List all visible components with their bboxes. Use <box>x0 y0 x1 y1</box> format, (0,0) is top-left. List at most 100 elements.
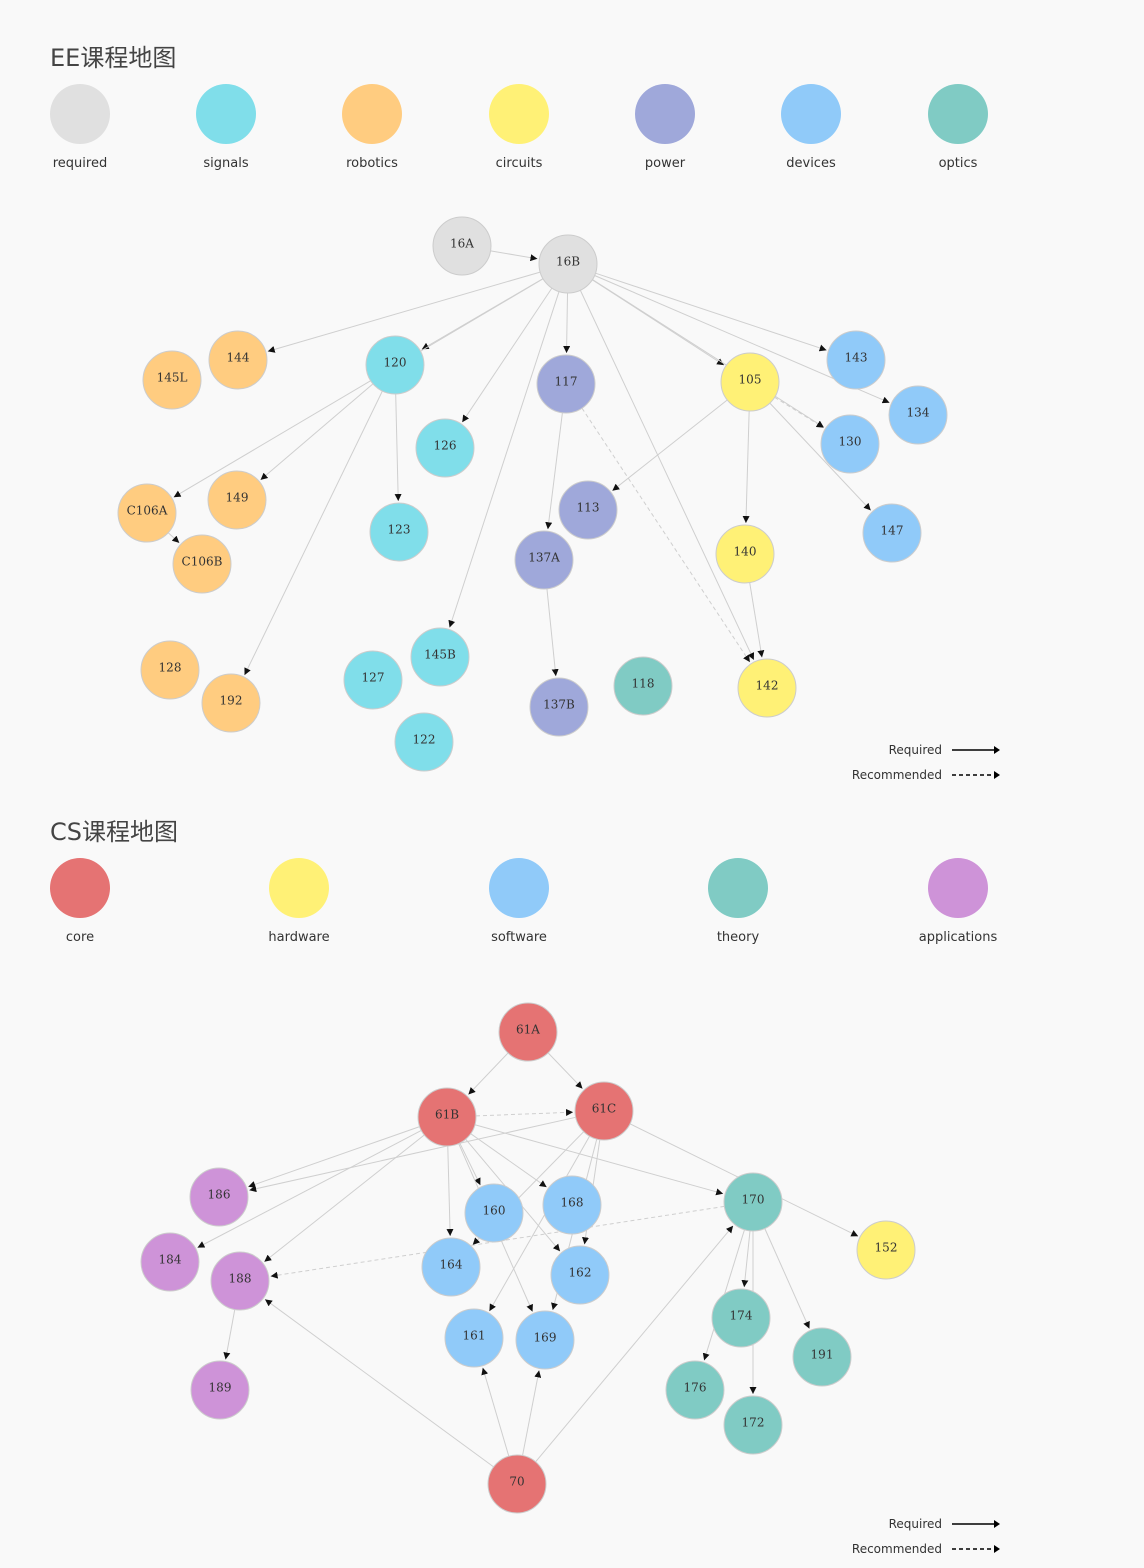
course-node-191[interactable]: 191 <box>792 1327 852 1387</box>
course-node-174[interactable]: 174 <box>711 1288 771 1348</box>
course-node-circle[interactable] <box>207 470 267 530</box>
course-node-118[interactable]: 118 <box>613 656 673 716</box>
course-node-120[interactable]: 120 <box>365 335 425 395</box>
course-node-189[interactable]: 189 <box>190 1360 250 1420</box>
course-node-circle[interactable] <box>432 216 492 276</box>
course-node-186[interactable]: 186 <box>189 1167 249 1227</box>
course-node-circle[interactable] <box>792 1327 852 1387</box>
course-node-16B[interactable]: 16B <box>538 234 598 294</box>
course-node-140[interactable]: 140 <box>715 524 775 584</box>
course-node-circle[interactable] <box>538 234 598 294</box>
legend-item-robotics[interactable]: robotics <box>302 84 442 171</box>
course-node-169[interactable]: 169 <box>515 1310 575 1370</box>
course-node-105[interactable]: 105 <box>720 352 780 412</box>
course-node-circle[interactable] <box>142 350 202 410</box>
course-node-134[interactable]: 134 <box>888 385 948 445</box>
course-node-113[interactable]: 113 <box>558 480 618 540</box>
course-node-143[interactable]: 143 <box>826 330 886 390</box>
legend-item-software[interactable]: software <box>449 858 589 945</box>
course-node-C106A[interactable]: C106A <box>117 483 177 543</box>
course-node-circle[interactable] <box>711 1288 771 1348</box>
course-node-circle[interactable] <box>394 712 454 772</box>
legend-item-required[interactable]: required <box>10 84 150 171</box>
course-node-130[interactable]: 130 <box>820 414 880 474</box>
course-node-circle[interactable] <box>723 1172 783 1232</box>
course-node-circle[interactable] <box>421 1237 481 1297</box>
course-node-145L[interactable]: 145L <box>142 350 202 410</box>
course-node-170[interactable]: 170 <box>723 1172 783 1232</box>
course-node-circle[interactable] <box>550 1245 610 1305</box>
course-node-circle[interactable] <box>365 335 425 395</box>
course-node-circle[interactable] <box>498 1002 558 1062</box>
course-node-117[interactable]: 117 <box>536 354 596 414</box>
legend-item-optics[interactable]: optics <box>888 84 1028 171</box>
course-node-161[interactable]: 161 <box>444 1308 504 1368</box>
course-node-circle[interactable] <box>856 1220 916 1280</box>
course-node-123[interactable]: 123 <box>369 502 429 562</box>
course-node-circle[interactable] <box>140 640 200 700</box>
course-node-142[interactable]: 142 <box>737 658 797 718</box>
course-node-circle[interactable] <box>665 1360 725 1420</box>
course-node-C106B[interactable]: C106B <box>172 534 232 594</box>
course-node-circle[interactable] <box>515 1310 575 1370</box>
legend-item-applications[interactable]: applications <box>888 858 1028 945</box>
course-node-circle[interactable] <box>720 352 780 412</box>
course-node-188[interactable]: 188 <box>210 1251 270 1311</box>
course-node-137A[interactable]: 137A <box>514 530 574 590</box>
legend-item-theory[interactable]: theory <box>668 858 808 945</box>
course-node-162[interactable]: 162 <box>550 1245 610 1305</box>
course-node-circle[interactable] <box>464 1183 524 1243</box>
course-node-circle[interactable] <box>487 1454 547 1514</box>
course-node-circle[interactable] <box>862 503 922 563</box>
course-node-circle[interactable] <box>210 1251 270 1311</box>
course-node-circle[interactable] <box>542 1175 602 1235</box>
legend-item-devices[interactable]: devices <box>741 84 881 171</box>
legend-item-signals[interactable]: signals <box>156 84 296 171</box>
course-node-circle[interactable] <box>888 385 948 445</box>
course-node-126[interactable]: 126 <box>415 418 475 478</box>
legend-item-hardware[interactable]: hardware <box>229 858 369 945</box>
course-node-152[interactable]: 152 <box>856 1220 916 1280</box>
course-node-168[interactable]: 168 <box>542 1175 602 1235</box>
course-node-172[interactable]: 172 <box>723 1395 783 1455</box>
course-node-circle[interactable] <box>208 330 268 390</box>
course-node-circle[interactable] <box>369 502 429 562</box>
course-node-circle[interactable] <box>737 658 797 718</box>
legend-item-power[interactable]: power <box>595 84 735 171</box>
course-node-192[interactable]: 192 <box>201 673 261 733</box>
course-node-16A[interactable]: 16A <box>432 216 492 276</box>
course-node-circle[interactable] <box>201 673 261 733</box>
course-node-circle[interactable] <box>613 656 673 716</box>
course-node-circle[interactable] <box>410 627 470 687</box>
course-node-circle[interactable] <box>415 418 475 478</box>
course-node-circle[interactable] <box>826 330 886 390</box>
course-node-circle[interactable] <box>514 530 574 590</box>
course-node-184[interactable]: 184 <box>140 1232 200 1292</box>
course-node-circle[interactable] <box>172 534 232 594</box>
course-node-circle[interactable] <box>190 1360 250 1420</box>
course-node-61C[interactable]: 61C <box>574 1081 634 1141</box>
course-node-137B[interactable]: 137B <box>529 677 589 737</box>
course-node-144[interactable]: 144 <box>208 330 268 390</box>
course-node-circle[interactable] <box>140 1232 200 1292</box>
course-node-circle[interactable] <box>189 1167 249 1227</box>
course-node-circle[interactable] <box>417 1087 477 1147</box>
course-node-circle[interactable] <box>820 414 880 474</box>
course-node-circle[interactable] <box>529 677 589 737</box>
course-node-70[interactable]: 70 <box>487 1454 547 1514</box>
course-node-circle[interactable] <box>117 483 177 543</box>
course-node-61A[interactable]: 61A <box>498 1002 558 1062</box>
legend-item-core[interactable]: core <box>10 858 150 945</box>
course-node-128[interactable]: 128 <box>140 640 200 700</box>
course-node-circle[interactable] <box>558 480 618 540</box>
course-node-147[interactable]: 147 <box>862 503 922 563</box>
course-node-176[interactable]: 176 <box>665 1360 725 1420</box>
course-node-circle[interactable] <box>574 1081 634 1141</box>
course-node-circle[interactable] <box>723 1395 783 1455</box>
legend-item-circuits[interactable]: circuits <box>449 84 589 171</box>
course-node-145B[interactable]: 145B <box>410 627 470 687</box>
course-node-149[interactable]: 149 <box>207 470 267 530</box>
course-node-160[interactable]: 160 <box>464 1183 524 1243</box>
course-node-122[interactable]: 122 <box>394 712 454 772</box>
course-node-circle[interactable] <box>444 1308 504 1368</box>
